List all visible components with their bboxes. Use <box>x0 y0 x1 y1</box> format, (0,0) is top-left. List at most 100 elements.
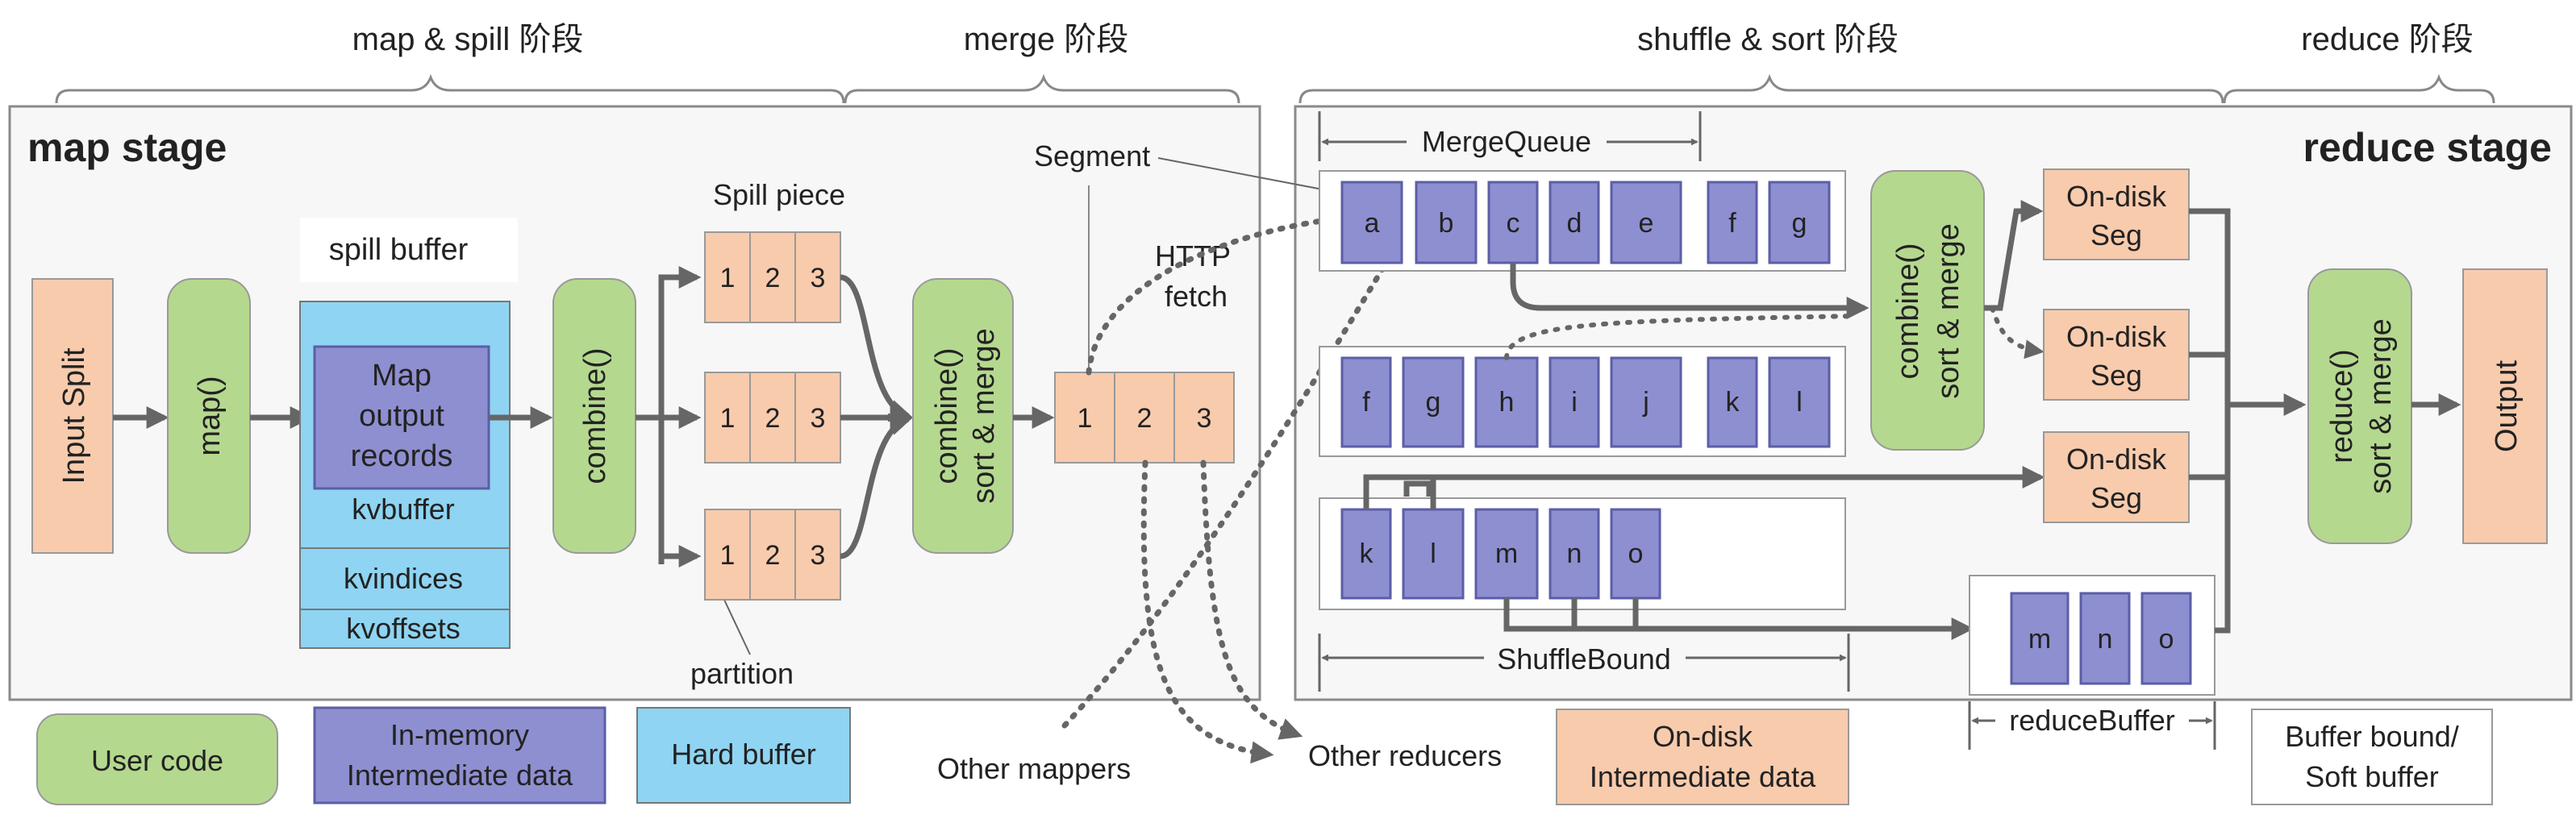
other-mappers-label: Other mappers <box>937 752 1131 785</box>
legend: User code In-memory Intermediate data Ha… <box>36 706 2493 805</box>
kvbuffer-label: kvbuffer <box>352 493 454 526</box>
buffer-segment-label: n <box>2098 624 2113 655</box>
segment-label: e <box>1639 208 1654 239</box>
reduce-stage-title: reduce stage <box>2303 125 2552 170</box>
phase-reduce: reduce 阶段 <box>2301 22 2473 57</box>
segment-i <box>1549 356 1600 448</box>
segment-label: m <box>1495 538 1518 569</box>
http-fetch-line1: HTTP <box>1155 239 1231 272</box>
legend-user-code <box>36 713 278 805</box>
merged-cell: 3 <box>1197 403 1212 434</box>
output-box <box>2462 268 2548 544</box>
buffer-segment-o <box>2140 592 2192 685</box>
map-merge-line1: combine() <box>930 348 964 484</box>
ondisk-seg-line2: Seg <box>2090 218 2142 252</box>
merged-cell: 2 <box>1137 403 1153 434</box>
legend-buffer-bound-line1: Buffer bound/ <box>2285 720 2459 753</box>
segment-label: c <box>1507 208 1520 239</box>
spill-buffer-title: spill buffer <box>329 233 469 267</box>
row3-segments: k l m n o <box>1340 508 1661 600</box>
reduce-combine-line2: sort & merge <box>1932 223 1965 399</box>
segment-k2 <box>1707 356 1758 448</box>
ondisk-seg-line2: Seg <box>2090 359 2142 392</box>
input-split-label: Input Split <box>57 347 91 484</box>
buffer-segment-label: o <box>2159 624 2174 655</box>
reduce-combine-line1: combine() <box>1891 243 1925 380</box>
segment-f <box>1707 181 1758 264</box>
ondisk-seg-1: On-disk Seg <box>2043 168 2190 260</box>
arrows-to-merge <box>840 274 913 559</box>
segment-j <box>1610 356 1682 448</box>
legend-on-disk-line2: Intermediate data <box>1590 760 1816 793</box>
segment-b <box>1415 181 1478 264</box>
reduce-combine-box <box>1870 170 1985 451</box>
legend-buffer-bound <box>2251 709 2493 805</box>
segment-label: l <box>1796 387 1803 418</box>
arrows-to-spill-pieces <box>636 266 702 567</box>
segment-label: i <box>1571 387 1578 418</box>
segment-g <box>1768 181 1831 264</box>
row1-segments: a b c d e f g <box>1340 181 1831 264</box>
collector-arrows <box>2189 208 2307 634</box>
spill-cell: 1 <box>720 540 736 571</box>
ondisk-seg-line1: On-disk <box>2066 443 2167 476</box>
legend-in-memory <box>313 706 606 804</box>
output-label: Output <box>2490 360 2524 453</box>
legend-in-memory-line2: Intermediate data <box>347 759 573 792</box>
row2-segments: f g h i j k l <box>1340 356 1831 448</box>
http-fetch-arrows <box>1061 208 1416 764</box>
map-output-records-line3: records <box>351 439 453 473</box>
segment-label: n <box>1567 538 1582 569</box>
spill-cell: 1 <box>720 263 736 293</box>
segment-l2 <box>1768 356 1831 448</box>
spill-cell: 1 <box>720 403 736 434</box>
ondisk-seg-3: On-disk Seg <box>2043 431 2190 523</box>
legend-on-disk <box>1556 709 1849 805</box>
ondisk-seg-line2: Seg <box>2090 481 2142 514</box>
segment-o3 <box>1610 508 1661 600</box>
buffer-segment-n <box>2079 592 2131 685</box>
phase-shuffle-sort: shuffle & sort 阶段 <box>1637 22 1899 57</box>
ondisk-seg-2: On-disk Seg <box>2043 309 2190 401</box>
segment-f2 <box>1340 356 1392 448</box>
kvindices-label: kvindices <box>344 562 463 595</box>
partition-label: partition <box>690 657 794 690</box>
reduce-function-line2: sort & merge <box>2364 318 2398 494</box>
queue-to-combine-arrows <box>1403 263 1869 497</box>
segment-label: k <box>1360 538 1374 569</box>
spill-piece-label: Spill piece <box>713 178 845 211</box>
spill-buffer-title-bg <box>300 218 518 282</box>
spill-cell: 3 <box>811 263 826 293</box>
segment-g2 <box>1402 356 1465 448</box>
ondisk-seg-line1: On-disk <box>2066 320 2167 353</box>
merged-cell: 1 <box>1078 403 1093 434</box>
segment-label: g <box>1426 387 1441 418</box>
buffer-segment-m <box>2010 592 2070 685</box>
segment-k3 <box>1340 508 1392 600</box>
map-stage-title: map stage <box>27 125 227 170</box>
segment-label: l <box>1430 538 1436 569</box>
map-function-label: map() <box>193 376 227 455</box>
segment-label: d <box>1567 208 1582 239</box>
merge-queue-bracket <box>1318 111 1702 161</box>
row3-to-reducebuffer <box>1503 598 1974 640</box>
row3-to-ondisk <box>1363 466 2045 509</box>
http-fetch-line2: fetch <box>1165 280 1228 313</box>
spill-cell: 3 <box>811 540 826 571</box>
reduce-buffer-bracket <box>1968 701 2216 750</box>
buffer-segment-label: m <box>2028 624 2051 655</box>
merge-queue-label: MergeQueue <box>1422 125 1591 158</box>
legend-hard-buffer <box>636 707 851 804</box>
shuffle-bound-bracket <box>1318 634 1850 692</box>
map-output-records-box <box>313 345 490 490</box>
segment-label: o <box>1628 538 1644 569</box>
legend-buffer-bound-line2: Soft buffer <box>2305 760 2438 793</box>
input-split-box <box>31 278 114 554</box>
spill-cell: 2 <box>765 403 781 434</box>
spill-piece-1: 1 2 3 <box>704 231 841 323</box>
segment-d <box>1549 181 1600 264</box>
segment-label: Segment <box>1034 139 1150 173</box>
spill-cell: 3 <box>811 403 826 434</box>
reduce-function-line1: reduce() <box>2325 349 2359 464</box>
